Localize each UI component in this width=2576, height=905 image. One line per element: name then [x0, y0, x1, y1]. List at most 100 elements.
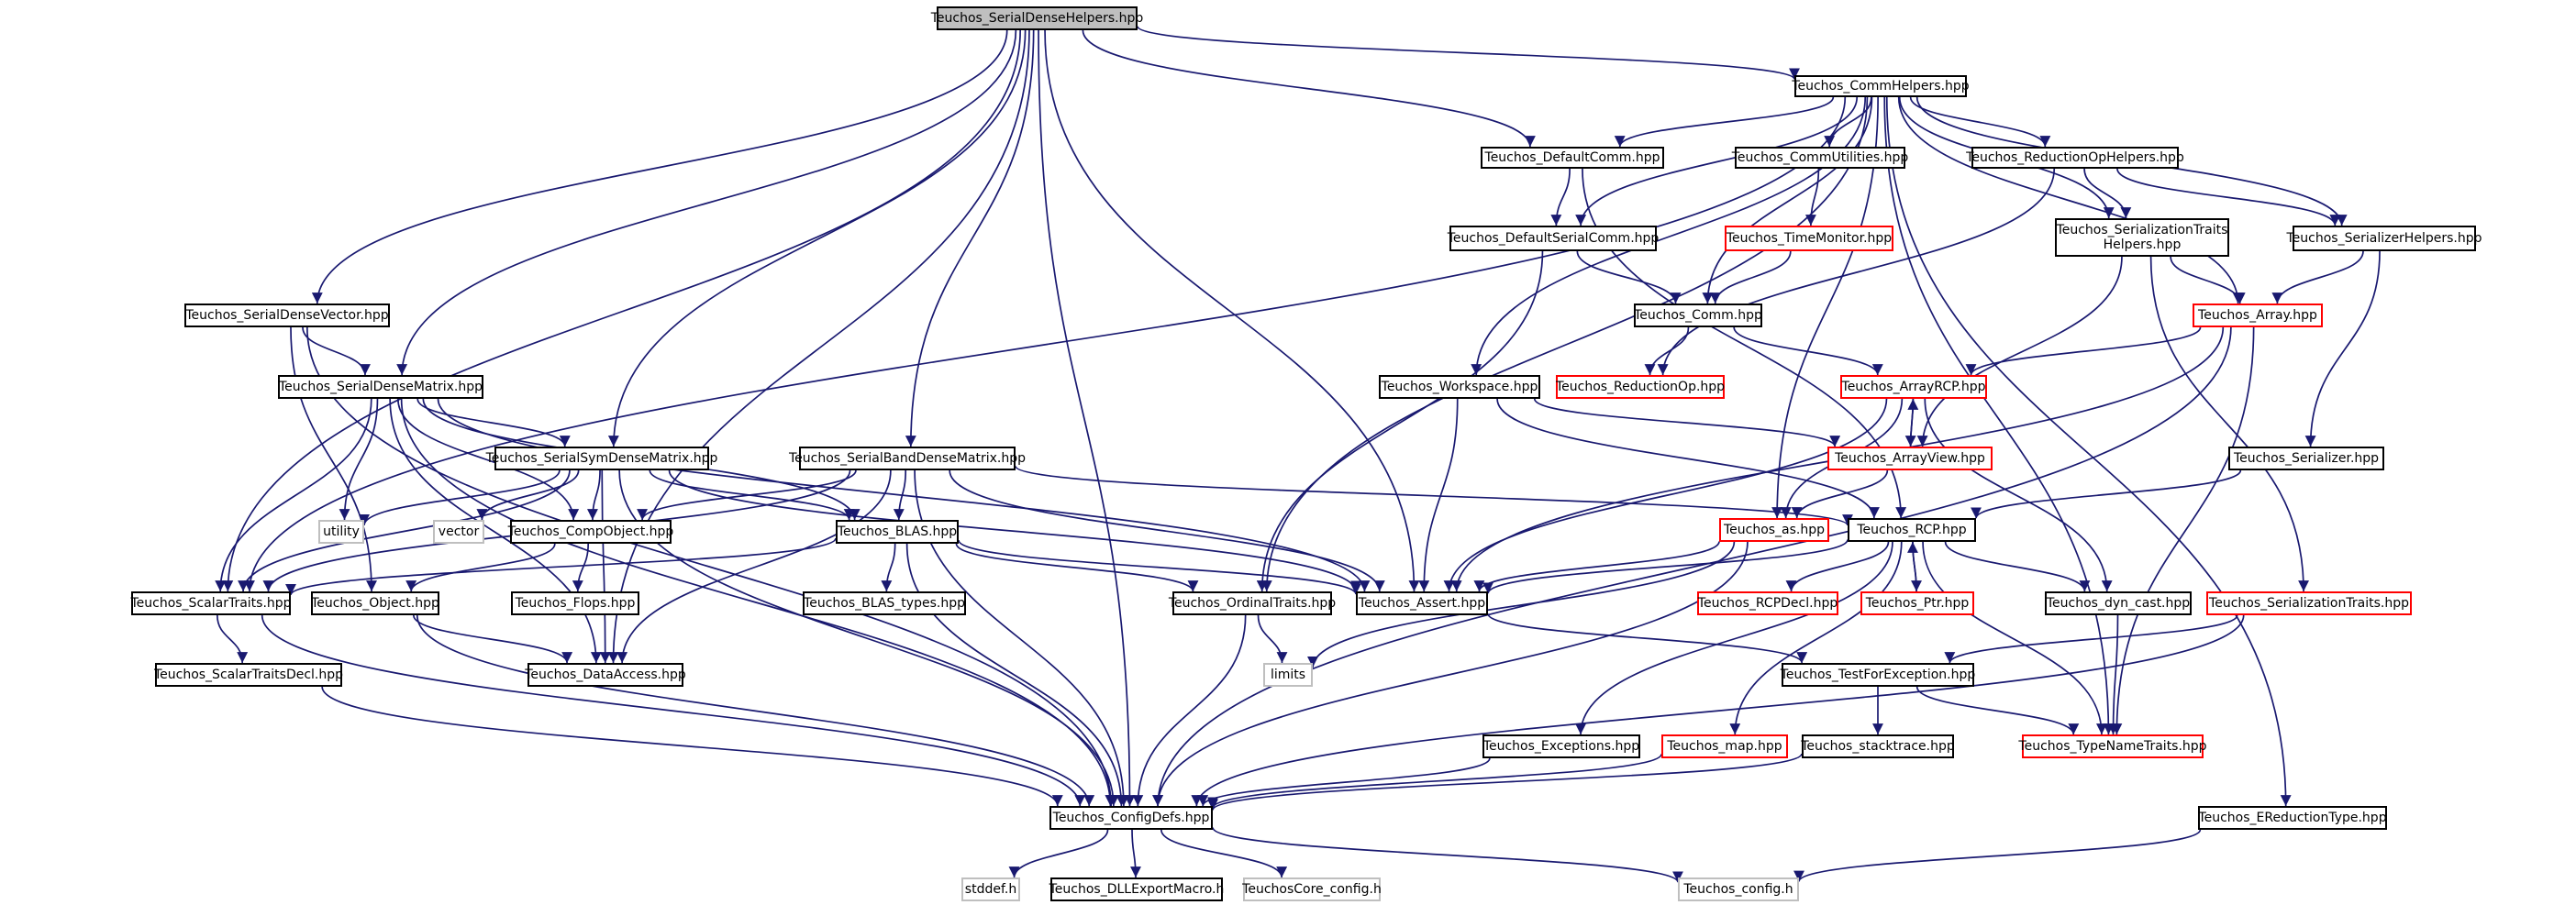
edge-sertraitshelpers-to-sertraits: [2149, 256, 2310, 592]
edge-commhelpers-to-defaultcomm: [1614, 96, 1835, 148]
node-label: Teuchos_config.h: [1683, 882, 1793, 897]
node-teuchos-stacktrace-hpp[interactable]: Teuchos_stacktrace.hpp: [1801, 734, 1955, 758]
node-teuchos-dyn-cast-hpp[interactable]: Teuchos_dyn_cast.hpp: [2045, 591, 2192, 615]
node-label: Teuchos_SerialDenseVector.hpp: [185, 308, 389, 323]
node-teuchos-serialsymdensematrix-hpp[interactable]: Teuchos_SerialSymDenseMatrix.hpp: [486, 447, 717, 470]
node-teuchos-typenametraits-hpp[interactable]: Teuchos_TypeNameTraits.hpp: [2018, 734, 2207, 758]
node-label: utility: [323, 524, 360, 539]
node-teuchos-reductionophelpers-hpp[interactable]: Teuchos_ReductionOpHelpers.hpp: [1966, 147, 2184, 169]
node-teuchos-serialdensehelpers-hpp[interactable]: Teuchos_SerialDenseHelpers.hpp: [931, 6, 1143, 30]
node-label: Teuchos_SerialDenseMatrix.hpp: [278, 380, 483, 394]
node-label: limits: [1270, 668, 1306, 682]
node-teuchos-serialbanddensematrix-hpp[interactable]: Teuchos_SerialBandDenseMatrix.hpp: [789, 447, 1026, 470]
edge-commhelpers-to-ordinaltraits: [1260, 96, 1869, 592]
node-limits[interactable]: limits: [1263, 663, 1313, 687]
node-label: vector: [438, 524, 480, 539]
edge-blas-to-ordinaltraits: [955, 543, 1199, 592]
node-teuchos-testforexception-hpp[interactable]: Teuchos_TestForException.hpp: [1781, 663, 1975, 687]
edge-sertraits-to-testforexception: [1944, 614, 2238, 664]
edge-serhelpers-to-serializer: [2304, 250, 2381, 447]
node-teuchos-flops-hpp[interactable]: Teuchos_Flops.hpp: [511, 591, 639, 615]
node-teuchos-arrayrcp-hpp[interactable]: Teuchos_ArrayRCP.hpp: [1840, 375, 1987, 399]
node-label: Teuchos_BLAS_types.hpp: [804, 596, 965, 611]
edge-blas-to-scalartraits: [285, 537, 837, 596]
node-teuchos-defaultcomm-hpp[interactable]: Teuchos_DefaultComm.hpp: [1481, 147, 1664, 169]
node-teuchos-workspace-hpp[interactable]: Teuchos_Workspace.hpp: [1379, 375, 1540, 399]
edge-defaultserialcomm-to-ordinaltraits: [1256, 250, 1544, 592]
node-teuchos-commutilities-hpp[interactable]: Teuchos_CommUtilities.hpp: [1732, 147, 1908, 169]
edge-exceptions-to-configdefs: [1197, 757, 1491, 807]
node-vector[interactable]: vector: [433, 520, 484, 544]
edge-comm-to-arrayrcp: [1733, 326, 1883, 376]
node-label: Teuchos_RCPDecl.hpp: [1697, 596, 1838, 611]
edge-ssdmatrix-to-assert: [668, 469, 1361, 592]
edge-sdmatrix-to-assert: [437, 398, 1371, 592]
edge-reductionophelpers-to-reductionop: [1657, 168, 2056, 376]
edge-rcp-to-dyncast: [1944, 541, 2091, 592]
node-label: Teuchos_EReductionType.hpp: [2198, 811, 2387, 825]
node-teuchos-ordinaltraits-hpp[interactable]: Teuchos_OrdinalTraits.hpp: [1169, 591, 1336, 615]
node-teuchos-dllexportmacro-h[interactable]: Teuchos_DLLExportMacro.h: [1049, 877, 1225, 901]
node-label: Teuchos_map.hpp: [1667, 739, 1782, 754]
edge-ssdmatrix-to-scalartraits: [238, 469, 571, 592]
node-teuchos-arrayview-hpp[interactable]: Teuchos_ArrayView.hpp: [1827, 447, 1993, 470]
node-teuchos-serializer-hpp[interactable]: Teuchos_Serializer.hpp: [2228, 447, 2384, 470]
node-utility[interactable]: utility: [318, 520, 364, 544]
edge-arrayview-to-as: [1791, 469, 1889, 519]
node-teuchos-blas-types-hpp[interactable]: Teuchos_BLAS_types.hpp: [803, 591, 966, 615]
node-teuchos-scalartraits-hpp[interactable]: Teuchos_ScalarTraits.hpp: [130, 591, 292, 615]
edge-arrayview-to-arrayrcp: [1907, 398, 1919, 447]
edge-scalartraitsdecl-to-configdefs: [321, 686, 1063, 807]
edge-ordinaltraits-to-limits: [1257, 614, 1288, 664]
edge-workspace-to-rcp: [1496, 398, 1880, 519]
edge-commhelpers-to-comm: [1702, 96, 1873, 304]
edge-sbdmatrix-to-dataaccess: [616, 469, 892, 664]
edge-dyncast-to-typenametraits: [2107, 614, 2119, 735]
edge-array-to-configdefs: [1152, 326, 2232, 807]
edge-sdmatrix-to-scalartraits: [215, 398, 372, 592]
node-teuchos-comm-hpp[interactable]: Teuchos_Comm.hpp: [1634, 304, 1762, 327]
edge-helpers-to-configdefs: [1038, 29, 1136, 807]
node-teuchoscore-config-h[interactable]: TeuchosCore_config.h: [1242, 877, 1382, 901]
edge-serializer-to-rcp: [1971, 469, 2242, 519]
node-teuchos-assert-hpp[interactable]: Teuchos_Assert.hpp: [1356, 591, 1488, 615]
node-teuchos-reductionop-hpp[interactable]: Teuchos_ReductionOp.hpp: [1556, 375, 1725, 399]
node-teuchos-serialdensevector-hpp[interactable]: Teuchos_SerialDenseVector.hpp: [184, 304, 390, 327]
edge-timemonitor-to-comm: [1709, 250, 1792, 304]
node-teuchos-rcp-hpp[interactable]: Teuchos_RCP.hpp: [1848, 518, 1976, 542]
edge-ssdmatrix-to-vector: [476, 469, 580, 521]
node-teuchos-ptr-hpp[interactable]: Teuchos_Ptr.hpp: [1860, 591, 1974, 615]
node-teuchos-as-hpp[interactable]: Teuchos_as.hpp: [1719, 518, 1829, 542]
node-teuchos-timemonitor-hpp[interactable]: Teuchos_TimeMonitor.hpp: [1725, 226, 1893, 251]
node-teuchos-serializationtraits-hpp[interactable]: Teuchos_SerializationTraits.hpp: [2206, 591, 2412, 615]
node-teuchos-object-hpp[interactable]: Teuchos_Object.hpp: [311, 591, 439, 615]
node-stddef-h[interactable]: stddef.h: [961, 877, 1020, 901]
node-teuchos-compobject-hpp[interactable]: Teuchos_CompObject.hpp: [508, 520, 673, 544]
node-teuchos-dataaccess-hpp[interactable]: Teuchos_DataAccess.hpp: [525, 663, 686, 687]
node-teuchos-blas-hpp[interactable]: Teuchos_BLAS.hpp: [836, 520, 959, 544]
node-label: Teuchos_ConfigDefs.hpp: [1052, 811, 1210, 825]
node-teuchos-configdefs-hpp[interactable]: Teuchos_ConfigDefs.hpp: [1049, 806, 1213, 830]
edge-helpers-to-sdvector: [311, 29, 1008, 304]
node-teuchos-serializationtraits-helpers-hpp[interactable]: Teuchos_SerializationTraits Helpers.hpp: [2055, 218, 2229, 257]
node-teuchos-serialdensematrix-hpp[interactable]: Teuchos_SerialDenseMatrix.hpp: [278, 375, 483, 399]
edge-ssdmatrix-to-compobject: [587, 469, 601, 521]
node-teuchos-array-hpp[interactable]: Teuchos_Array.hpp: [2193, 304, 2323, 327]
node-label: Teuchos_Flops.hpp: [515, 596, 636, 611]
node-label: Teuchos_DLLExportMacro.h: [1049, 882, 1225, 897]
edge-sdmatrix-to-ssdmatrix: [416, 398, 571, 447]
edge-commhelpers-to-scalartraits: [244, 96, 1847, 592]
node-teuchos-defaultserialcomm-hpp[interactable]: Teuchos_DefaultSerialComm.hpp: [1448, 226, 1659, 251]
node-teuchos-exceptions-hpp[interactable]: Teuchos_Exceptions.hpp: [1482, 734, 1640, 758]
node-teuchos-map-hpp[interactable]: Teuchos_map.hpp: [1661, 734, 1788, 758]
node-teuchos-serializerhelpers-hpp[interactable]: Teuchos_SerializerHelpers.hpp: [2287, 226, 2482, 251]
node-teuchos-config-h[interactable]: Teuchos_config.h: [1678, 877, 1799, 901]
edge-ordinaltraits-to-configdefs: [1132, 614, 1247, 807]
edge-scalartraits-to-scalartraitsdecl: [216, 614, 249, 664]
node-teuchos-scalartraitsdecl-hpp[interactable]: Teuchos_ScalarTraitsDecl.hpp: [154, 663, 343, 687]
node-label: Teuchos_Serializer.hpp: [2233, 451, 2380, 466]
node-teuchos-rcpdecl-hpp[interactable]: Teuchos_RCPDecl.hpp: [1697, 591, 1838, 615]
node-teuchos-commhelpers-hpp[interactable]: Teuchos_CommHelpers.hpp: [1792, 75, 1970, 97]
node-teuchos-ereductiontype-hpp[interactable]: Teuchos_EReductionType.hpp: [2198, 806, 2387, 830]
